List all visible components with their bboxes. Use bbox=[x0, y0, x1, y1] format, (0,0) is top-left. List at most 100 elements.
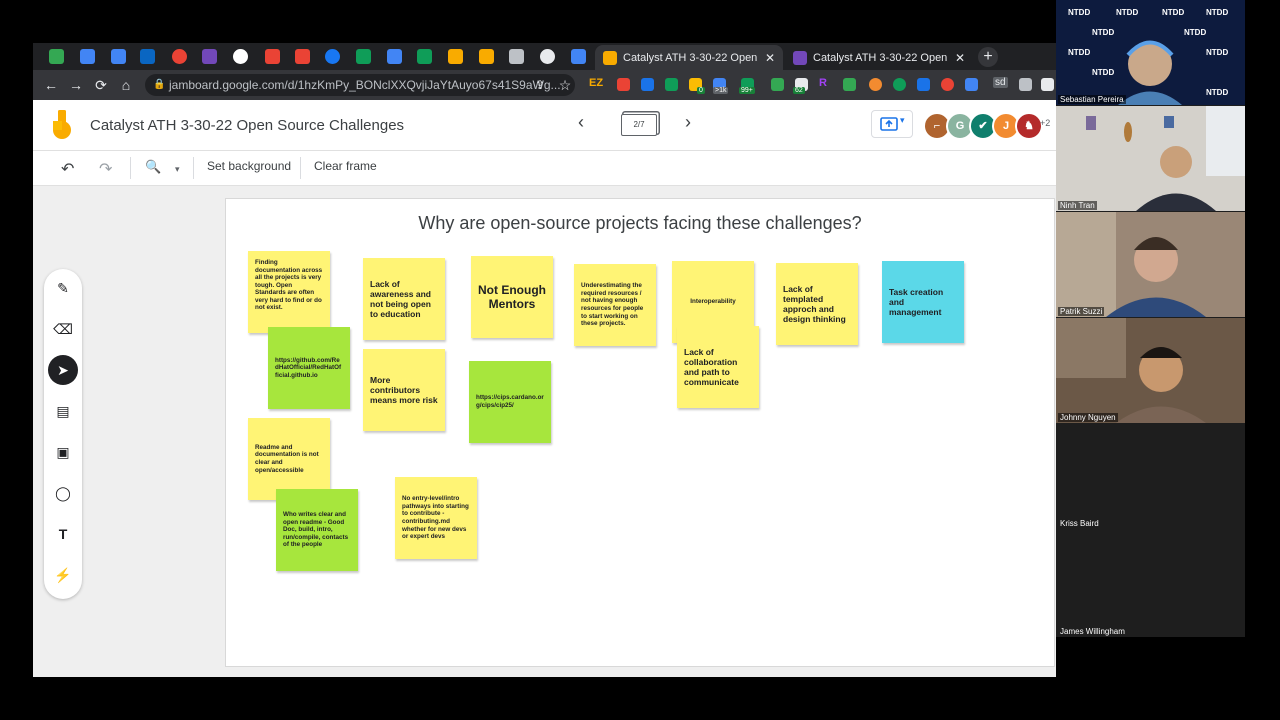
extension-icon[interactable] bbox=[771, 78, 784, 91]
set-background-button[interactable]: Set background bbox=[207, 159, 292, 173]
forward-icon[interactable]: → bbox=[69, 77, 83, 93]
reload-icon[interactable]: ⟳ bbox=[95, 77, 107, 93]
next-frame-icon[interactable]: › bbox=[685, 112, 691, 132]
pen-tool-icon[interactable]: ✎ bbox=[57, 279, 69, 296]
video-call-panel: NTDD NTDD NTDD NTDD NTDD NTDD NTDD NTDD … bbox=[1056, 0, 1245, 637]
ntdd-brand-text: NTDD bbox=[1162, 8, 1185, 17]
pinned-tab-icon[interactable] bbox=[356, 49, 371, 64]
sticky-note-tool-icon[interactable]: ▤ bbox=[56, 402, 70, 419]
pinned-tab-icon[interactable] bbox=[202, 49, 217, 64]
extension-icon[interactable] bbox=[1019, 78, 1032, 91]
extension-icon[interactable] bbox=[941, 78, 954, 91]
document-title[interactable]: Catalyst ATH 3-30-22 Open Source Challen… bbox=[90, 117, 405, 134]
jamboard-frame-canvas[interactable]: Why are open-source projects facing thes… bbox=[225, 198, 1055, 667]
pinned-tab-icon[interactable] bbox=[49, 49, 64, 64]
undo-icon[interactable]: ↶ bbox=[61, 161, 75, 178]
participant-name: Sebastian Pereira bbox=[1058, 95, 1126, 104]
extension-icon[interactable] bbox=[917, 78, 930, 91]
pinned-tab-icon[interactable] bbox=[448, 49, 463, 64]
pinned-tab-icon[interactable] bbox=[387, 49, 402, 64]
redo-icon[interactable]: ↷ bbox=[99, 161, 113, 178]
image-tool-icon[interactable]: ▣ bbox=[56, 443, 70, 460]
extension-icon[interactable] bbox=[893, 78, 906, 91]
pinned-tab-icon[interactable] bbox=[540, 49, 555, 64]
text-box-tool-icon[interactable]: T bbox=[58, 526, 68, 542]
extension-icon[interactable] bbox=[1041, 78, 1054, 91]
zoom-icon[interactable]: 🔍 bbox=[145, 159, 162, 174]
pinned-tab-icon[interactable] bbox=[80, 49, 95, 64]
pinned-tab-icon[interactable] bbox=[265, 49, 280, 64]
participant-tile[interactable]: Patrik Suzzi bbox=[1056, 212, 1245, 317]
laser-tool-icon[interactable]: ⚡ bbox=[54, 566, 72, 583]
home-icon[interactable]: ⌂ bbox=[121, 77, 131, 93]
collaborator-avatar[interactable]: ♞ bbox=[1015, 112, 1043, 140]
extension-sd-icon[interactable]: sd bbox=[993, 77, 1008, 88]
drawing-tools-sidebar: ✎ ⌫ ➤ ▤ ▣ ◯ T ⚡ bbox=[44, 269, 82, 599]
address-bar[interactable]: 🔒 jamboard.google.com/d/1hzKmPy_BONclXXQ… bbox=[145, 74, 575, 96]
sticky-note[interactable]: Task creation and management bbox=[882, 261, 964, 343]
participant-tile[interactable]: Ninh Tran bbox=[1056, 106, 1245, 211]
sticky-note[interactable]: Readme and documentation is not clear an… bbox=[248, 418, 330, 500]
previous-frame-icon[interactable]: ‹ bbox=[578, 112, 584, 132]
pinned-tab-icon[interactable] bbox=[325, 49, 340, 64]
extra-collaborators-count[interactable]: +2 bbox=[1040, 118, 1051, 128]
extension-icon[interactable] bbox=[869, 78, 882, 91]
present-button[interactable]: ▾ bbox=[871, 110, 913, 138]
sticky-note[interactable]: Finding documentation across all the pro… bbox=[248, 251, 330, 333]
sticky-note[interactable]: Not Enough Mentors bbox=[471, 256, 553, 338]
tab-label: Catalyst ATH 3-30-22 Open Sour bbox=[623, 51, 759, 64]
sticky-note[interactable]: Lack of awareness and not being open to … bbox=[363, 258, 445, 340]
sticky-note[interactable]: Lack of collaboration and path to commun… bbox=[677, 326, 759, 408]
sticky-note[interactable]: https://github.com/RedHatOfficial/RedHat… bbox=[268, 327, 350, 409]
participant-tile[interactable]: James Willingham bbox=[1056, 531, 1245, 637]
pinned-tab-icon[interactable] bbox=[509, 49, 524, 64]
sticky-note-text: Who writes clear and open readme - Good … bbox=[283, 511, 349, 549]
extension-icon[interactable] bbox=[665, 78, 678, 91]
toolbar-divider bbox=[130, 157, 131, 179]
pinned-tab-icon[interactable] bbox=[295, 49, 310, 64]
back-icon[interactable]: ← bbox=[44, 77, 58, 93]
sticky-note[interactable]: Lack of templated approch and design thi… bbox=[776, 263, 858, 345]
extension-icon[interactable] bbox=[843, 78, 856, 91]
pinned-tab-icon[interactable] bbox=[233, 49, 248, 64]
frame-counter[interactable]: 2/7 bbox=[621, 114, 657, 136]
pinned-tab-icon[interactable] bbox=[172, 49, 187, 64]
close-icon[interactable]: ✕ bbox=[764, 50, 775, 65]
participant-tile[interactable]: Johnny Nguyen bbox=[1056, 318, 1245, 423]
participant-video bbox=[1056, 212, 1245, 317]
extension-r-icon[interactable]: R bbox=[819, 77, 827, 89]
select-tool-icon[interactable]: ➤ bbox=[48, 355, 78, 385]
extension-ez-icon[interactable]: EZ bbox=[589, 77, 604, 89]
eraser-tool-icon[interactable]: ⌫ bbox=[53, 320, 73, 337]
sticky-note[interactable]: Who writes clear and open readme - Good … bbox=[276, 489, 358, 571]
extension-icon[interactable] bbox=[965, 78, 978, 91]
shape-tool-icon[interactable]: ◯ bbox=[55, 484, 71, 501]
ntdd-brand-text: NTDD bbox=[1184, 28, 1207, 37]
extension-icon[interactable] bbox=[617, 78, 630, 91]
sticky-note[interactable]: More contributors means more risk bbox=[363, 349, 445, 431]
participant-tile[interactable]: NTDD NTDD NTDD NTDD NTDD NTDD NTDD NTDD … bbox=[1056, 0, 1245, 105]
participant-tile[interactable]: Kriss Baird bbox=[1056, 424, 1245, 530]
tab-jamboard-second[interactable]: Catalyst ATH 3-30-22 Open Sour ✕ bbox=[785, 45, 973, 70]
tab-jamboard-active[interactable]: Catalyst ATH 3-30-22 Open Sour ✕ bbox=[595, 45, 783, 70]
lock-icon: 🔒 bbox=[153, 79, 166, 90]
new-tab-button[interactable]: + bbox=[978, 47, 998, 67]
clear-frame-button[interactable]: Clear frame bbox=[314, 159, 377, 173]
ntdd-background-pattern bbox=[1056, 0, 1245, 105]
extension-icon[interactable] bbox=[641, 78, 654, 91]
close-icon[interactable]: ✕ bbox=[954, 50, 965, 65]
browser-window: Catalyst ATH 3-30-22 Open Sour ✕ Catalys… bbox=[33, 43, 1056, 677]
pinned-tab-icon[interactable] bbox=[479, 49, 494, 64]
zoom-chevron-down-icon[interactable]: ▾ bbox=[175, 164, 180, 174]
share-page-icon[interactable]: ⇪ bbox=[534, 78, 546, 92]
sticky-note[interactable]: Underestimating the required resources /… bbox=[574, 264, 656, 346]
pinned-tab-icon[interactable] bbox=[417, 49, 432, 64]
sticky-note-text: Finding documentation across all the pro… bbox=[255, 259, 323, 312]
sticky-note[interactable]: https://cips.cardano.org/cips/cip25/ bbox=[469, 361, 551, 443]
pinned-tab-icon[interactable] bbox=[140, 49, 155, 64]
bookmark-star-icon[interactable]: ☆ bbox=[558, 77, 572, 93]
pinned-tab-icon[interactable] bbox=[111, 49, 126, 64]
pinned-tab-icon[interactable] bbox=[571, 49, 586, 64]
sticky-note[interactable]: No entry-level/intro pathways into start… bbox=[395, 477, 477, 559]
collaborator-avatar[interactable]: G bbox=[946, 112, 974, 140]
